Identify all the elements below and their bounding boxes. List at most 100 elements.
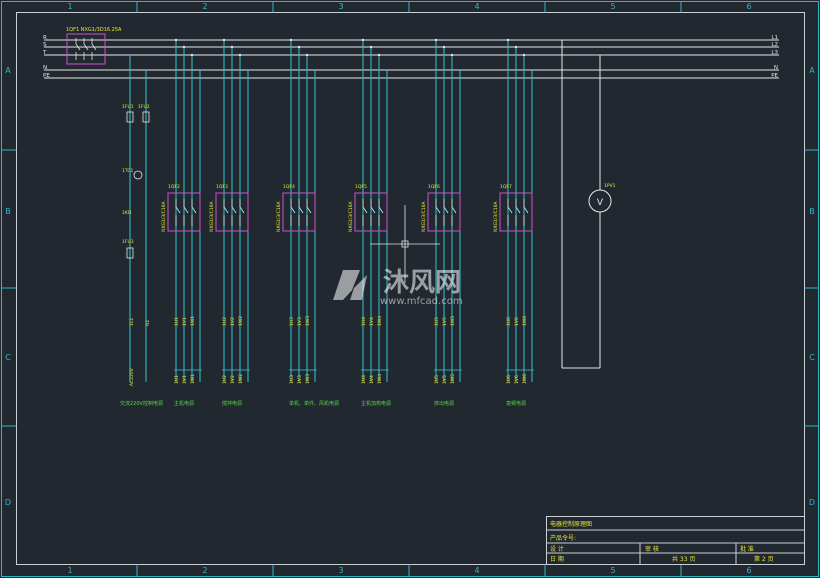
bus-tap [361,38,365,42]
terminal-label: 1U1 [174,317,180,326]
device-label: 1KD [122,210,132,216]
terminal-label: 1V5 [442,317,448,326]
terminal-label: 1V4 [369,375,375,384]
breaker-contact [83,38,89,60]
fuse [142,111,150,123]
column-label: 2 [202,2,207,11]
branch-description: 变频电源 [506,400,526,407]
breaker-model: NXG1/3/C16A [493,200,499,232]
main-breaker-label: 1QF1 NXG1/3D16.25A [66,27,122,33]
breaker-tag: 1QF2 [168,184,180,190]
voltmeter-symbol [588,189,612,213]
breaker-1qf4: 1QF4NXG1/3/C16A1U31U31V31V31W31W3单机、单件、风… [276,38,339,407]
bus-label-right: L1 [771,35,778,41]
terminal-label: 1U6 [506,317,512,326]
terminal-label: 1U3 [289,375,295,384]
bus-tap [522,53,526,57]
breaker-box [167,192,201,232]
bus-tap [182,45,186,49]
breaker-contact [507,199,513,226]
branch-description: 挤出电源 [434,400,454,407]
title-block-frame [546,516,805,565]
terminal-label: 1V6 [514,317,520,326]
row-label: C [5,353,11,362]
breaker-contact [443,199,449,226]
terminal-label: 1W1 [190,316,196,326]
terminal-label: 1W1 [190,374,196,384]
column-label: 4 [474,2,479,11]
bus-tap [506,38,510,42]
terminal-label: 1V1 [182,317,188,326]
breaker-model: NXG1/3/C16A [209,200,215,232]
total-pages: 共 33 页 [672,555,695,563]
bus-label-left: N [43,65,47,71]
breaker-contact [435,199,441,226]
branch-description: 交流220V控制电源 [120,400,163,407]
terminal-label: 1W3 [305,316,311,326]
fuse [126,111,134,123]
voltmeter-letter: V [597,198,604,208]
terminal-label: 1V3 [297,375,303,384]
breaker-contact [370,199,376,226]
breaker-contact [183,199,189,226]
terminal-label: 1W6 [522,374,528,384]
breaker-contact [231,199,237,226]
terminal-label: 1V5 [442,375,448,384]
breaker-box [427,192,461,232]
terminal-label: 1W5 [450,316,456,326]
breaker-contact [75,38,81,60]
breaker-tag: 1QF6 [428,184,440,190]
breaker-contact [223,199,229,226]
terminal-label: 1U3 [289,317,295,326]
breaker-contact [306,199,312,226]
transformer [133,170,143,180]
row-label: D [5,498,11,507]
branch-description: 主机电源 [174,400,194,407]
watermark-logo [333,270,367,300]
branch-description: 搅拌电源 [222,400,242,407]
bus-tap [442,45,446,49]
breaker-contact [451,199,457,226]
bus-tap [514,45,518,49]
fuse-label: 1FU2 [138,104,150,110]
terminal-label: 1V2 [230,317,236,326]
bus-tap [297,45,301,49]
date-label: 日 期 [550,555,564,563]
terminal-label: 1W2 [238,316,244,326]
column-label: 6 [746,566,751,575]
row-label: C [809,353,815,362]
column-label: 5 [610,566,615,575]
row-label: A [809,66,815,75]
column-label: 5 [610,2,615,11]
breaker-tag: 1QF5 [355,184,367,190]
branch-breakers: 1QF2NXG1/3/C16A1U11U11V11V11W11W1主机电源1QF… [161,38,534,407]
breaker-box [354,192,388,232]
breaker-contact [378,199,384,226]
column-label: 3 [338,566,343,575]
terminal-label: 1V6 [514,375,520,384]
breaker-tag: 1QF3 [216,184,228,190]
column-label: 2 [202,566,207,575]
row-label: D [809,498,815,507]
column-label: 6 [746,2,751,11]
terminal-label: 1U4 [361,375,367,384]
fuse-label: 1FU1 [122,104,134,110]
terminal-label: 1U1 [174,375,180,384]
row-label: B [809,207,815,216]
breaker-box [499,192,533,232]
page-number: 第 2 页 [754,555,774,563]
terminal-label: 1V3 [297,317,303,326]
crosshair-box [401,240,409,248]
breaker-contact [239,199,245,226]
column-label: 4 [474,566,479,575]
